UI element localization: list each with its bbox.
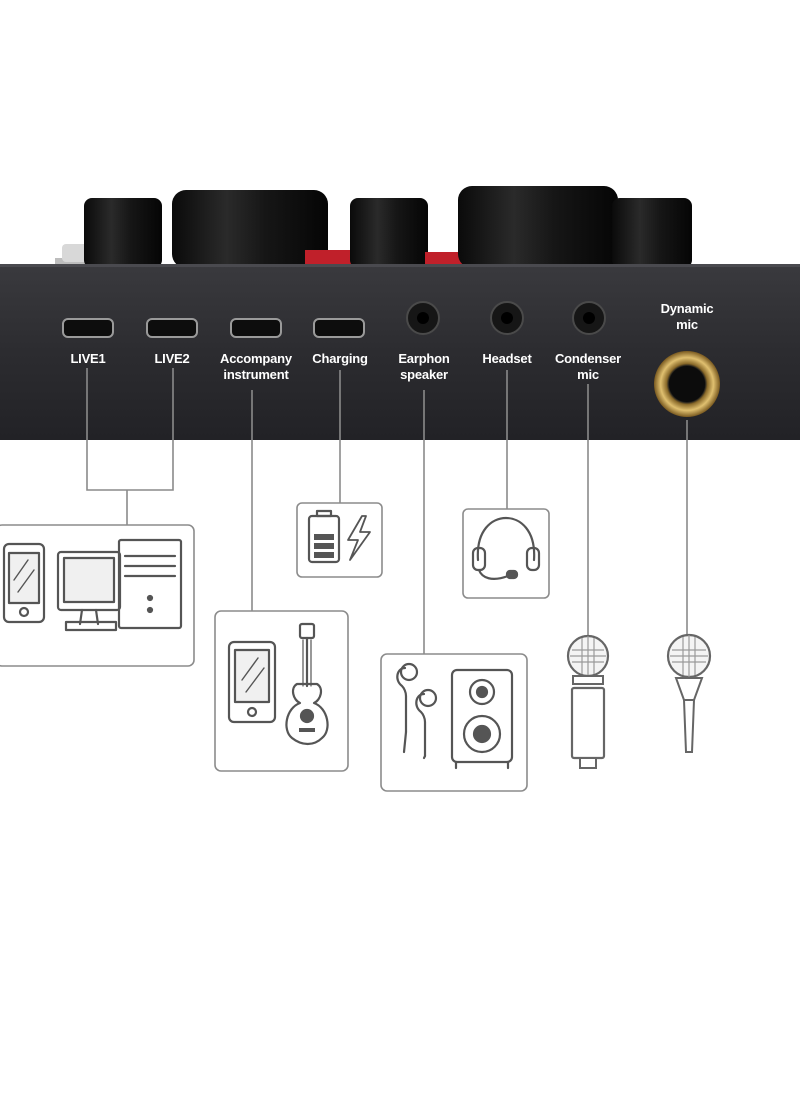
label-dynamic-line2: mic	[676, 317, 698, 332]
condenser-mic-icon	[566, 634, 610, 769]
box-earphone-devices	[380, 653, 528, 792]
label-headset: Headset	[482, 351, 532, 366]
audio-jacks	[406, 301, 720, 417]
label-earphone-line2: speaker	[400, 367, 448, 382]
phone-icon	[227, 640, 277, 724]
knob-large-2	[458, 186, 618, 268]
label-earphone: Earphon speaker	[384, 351, 464, 383]
label-charging: Charging	[312, 351, 368, 366]
knob-small-2	[350, 198, 428, 268]
headset-icon	[471, 516, 541, 580]
computer-icon	[56, 538, 183, 632]
label-accompany: Accompany instrument	[206, 351, 306, 383]
label-dynamic: Dynamic mic	[647, 301, 727, 333]
line-live	[86, 368, 174, 491]
port-live1	[62, 318, 114, 338]
label-condenser: Condenser mic	[543, 351, 633, 383]
connection-lines	[86, 368, 688, 654]
speaker-icon	[450, 668, 514, 770]
guitar-icon	[285, 622, 329, 746]
port-live2	[146, 318, 198, 338]
label-condenser-line1: Condenser	[554, 351, 622, 366]
phone-icon	[2, 542, 46, 624]
knob-small-3	[612, 198, 692, 268]
port-charging	[313, 318, 365, 338]
label-accompany-line2: instrument	[223, 367, 289, 382]
knob-small-1	[84, 198, 162, 268]
knob-large-1	[172, 190, 328, 268]
battery-charging-icon	[307, 509, 371, 564]
label-condenser-line2: mic	[577, 367, 599, 382]
device-body	[0, 264, 800, 440]
box-headset	[462, 508, 550, 599]
usb-ports	[62, 318, 365, 338]
label-accompany-line1: Accompany	[220, 351, 292, 366]
label-dynamic-line1: Dynamic	[660, 301, 714, 316]
label-earphone-line1: Earphon	[398, 351, 450, 366]
label-live1: LIVE1	[70, 351, 106, 366]
earphones-icon	[396, 662, 438, 760]
label-live2: LIVE2	[154, 351, 190, 366]
dynamic-mic-icon	[666, 633, 712, 753]
port-accompany	[230, 318, 282, 338]
red-accent-1	[305, 250, 355, 268]
device-knobs	[55, 186, 692, 268]
